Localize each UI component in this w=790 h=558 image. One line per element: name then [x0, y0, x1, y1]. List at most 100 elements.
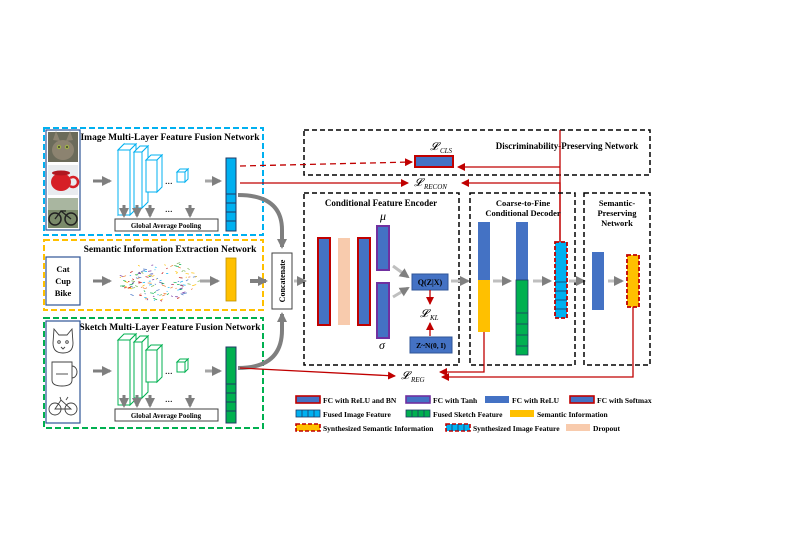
arrow — [392, 286, 410, 299]
encoder-frame — [303, 192, 460, 366]
decoder-stage2-sketch — [515, 279, 529, 356]
cat-sketch — [52, 327, 74, 354]
embedding-point — [179, 280, 184, 283]
embedding-point — [132, 278, 135, 281]
embedding-point — [145, 276, 149, 278]
semantic-feature — [225, 257, 237, 302]
embedding-point — [163, 292, 167, 295]
embedding-point — [181, 270, 184, 272]
embedding-point — [197, 280, 201, 282]
legend-item-fc-tanh: FC with Tanh — [405, 395, 478, 405]
image-branch-frame — [43, 127, 264, 236]
legend-label: FC with ReLU and BN — [323, 396, 397, 405]
semantic-branch: Semantic Information Extraction Network … — [43, 239, 264, 311]
legend-item-fused-sketch: Fused Sketch Feature — [405, 409, 503, 419]
legend-item-fused-image: Fused Image Feature — [295, 409, 391, 419]
legend-label: FC with Tanh — [433, 396, 478, 405]
embedding-point — [143, 268, 147, 270]
encoder-dropout — [338, 238, 350, 325]
semantic-net-fc — [592, 252, 604, 310]
word-embedding-scatter — [119, 262, 201, 302]
fused-sketch-feature — [225, 346, 237, 424]
bike-sketch — [48, 396, 78, 416]
embedding-point — [166, 293, 170, 296]
decoder-title-1: Coarse-to-Fine — [496, 198, 551, 208]
embedding-point — [149, 275, 153, 278]
embedding-point — [162, 294, 166, 297]
embedding-point — [142, 281, 146, 284]
embedding-point — [159, 294, 163, 296]
pool-arrows — [119, 395, 195, 408]
legend: FC with ReLU and BN FC with Tanh FC with… — [295, 395, 652, 433]
embedding-point — [175, 271, 178, 273]
image-feature-to-cls-arrow — [239, 158, 413, 167]
arrow — [237, 312, 287, 370]
embedding-point — [119, 275, 123, 277]
embedding-point — [151, 275, 155, 277]
embedding-point — [194, 275, 197, 278]
synthesized-image-feature — [554, 241, 568, 319]
pool-dots: ... — [165, 204, 173, 215]
embedding-point — [122, 285, 126, 288]
prior-label: Z~N(0, I) — [416, 341, 446, 350]
legend-item-dropout: Dropout — [566, 424, 620, 433]
discriminability-title: Discriminability-Preserving Network — [496, 141, 639, 151]
coarse-to-fine-decoder: Coarse-to-Fine Conditional Decoder — [469, 192, 586, 366]
embedding-point — [142, 287, 145, 290]
cat-photo — [48, 131, 78, 162]
loss-recon: 𝓛 — [414, 177, 425, 189]
embedding-point — [170, 295, 173, 297]
embedding-point — [131, 282, 135, 284]
embedding-point — [190, 288, 193, 290]
sketch-branch: Sketch Multi-Layer Feature Fusion Networ… — [43, 317, 264, 429]
concat-label: Concatenate — [278, 259, 287, 302]
sketch-branch-title: Sketch Multi-Layer Feature Fusion Networ… — [79, 323, 261, 333]
semantic-preserving-network: Semantic- Preserving Network — [583, 192, 651, 366]
embedding-point — [137, 277, 140, 279]
loss-cls-sub: CLS — [440, 147, 453, 155]
loss-reg-sub: REG — [410, 376, 425, 384]
words-frame — [45, 256, 81, 306]
embedding-point — [166, 267, 168, 270]
embedding-point — [138, 282, 142, 284]
legend-label: Synthesized Image Feature — [473, 424, 560, 433]
embedding-point — [135, 277, 138, 279]
embedding-point — [181, 291, 186, 294]
encoder-title: Conditional Feature Encoder — [325, 198, 437, 208]
reg-arrow-semantic — [441, 307, 634, 381]
embedding-point — [170, 264, 174, 267]
sigma-label: σ — [379, 338, 386, 352]
word-cup: Cup — [55, 276, 71, 286]
embedding-point — [150, 292, 154, 294]
embedding-point — [187, 283, 191, 285]
embedding-point — [164, 264, 166, 266]
embedding-point — [146, 298, 149, 301]
embedding-point — [137, 264, 140, 267]
embedding-point — [171, 283, 173, 286]
embedding-point — [138, 271, 141, 274]
embedding-point — [145, 287, 148, 290]
decoder-stage2-image — [516, 222, 528, 280]
embedding-point — [143, 290, 146, 293]
synthesized-semantic-info — [626, 254, 640, 308]
cup-sketch — [51, 361, 78, 387]
embedding-point — [129, 283, 134, 286]
embedding-point — [131, 280, 136, 282]
legend-item-synth-image: Synthesized Image Feature — [445, 423, 560, 433]
embedding-point — [183, 292, 187, 294]
embedding-point — [153, 298, 158, 301]
sketch-pool-label: Global Average Pooling — [131, 412, 202, 420]
legend-item-fc-softmax: FC with Softmax — [569, 395, 652, 405]
loss-reg: 𝓛 — [401, 370, 412, 382]
embedding-point — [130, 271, 133, 273]
image-cnn-blocks — [116, 142, 190, 217]
sketch-branch-frame — [43, 317, 264, 429]
embedding-point — [150, 285, 155, 287]
legend-item-synth-semantic: Synthesized Semantic Information — [295, 423, 434, 433]
sketch-cnn-dots: ... — [165, 366, 173, 377]
embedding-point — [125, 285, 128, 288]
reg-arrow-sketch — [239, 367, 396, 380]
fused-image-feature — [225, 157, 237, 232]
word-cat: Cat — [56, 264, 69, 274]
legend-item-fc-relu: FC with ReLU — [485, 396, 560, 405]
